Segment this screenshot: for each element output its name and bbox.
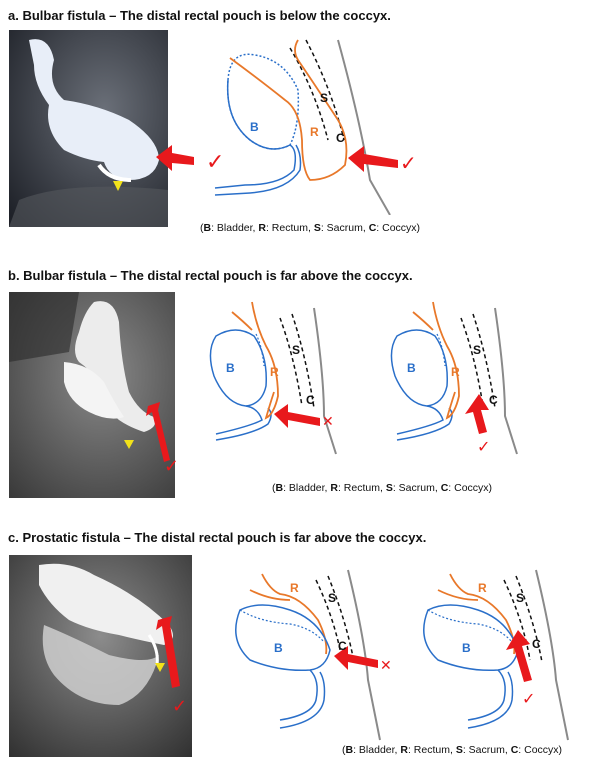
bladder-outline [391, 330, 447, 406]
rectum-label: R [478, 581, 487, 595]
coccyx-label: C [532, 637, 541, 651]
body-contour [495, 308, 517, 454]
panel-a-caption: (B: Bladder, R: Rectum, S: Sacrum, C: Co… [200, 222, 420, 234]
panel-a-diagram: ✓ B R S C [210, 30, 425, 215]
caption-key: S [314, 222, 321, 234]
panel-b-diagram-2: ✓ B R S C [377, 296, 527, 456]
rectum-outline [232, 312, 252, 330]
coccyx-label: C [306, 393, 315, 407]
caption-key: S [386, 482, 393, 494]
check-mark-icon: ✓ [477, 437, 490, 456]
panel-a-xray-image [9, 30, 168, 227]
rectum-label: R [451, 365, 460, 379]
rectum-label: R [310, 125, 319, 139]
caption-key: B [346, 744, 354, 756]
urethra-outline [397, 408, 452, 440]
fistula-marker-icon [124, 440, 134, 449]
caption-key: R [330, 482, 338, 494]
bladder-outline [236, 605, 330, 670]
caption-key: R [400, 744, 408, 756]
urethra-outline [215, 145, 301, 195]
fistula-marker-icon [113, 181, 123, 191]
caption-text: : Bladder, [283, 482, 330, 494]
panel-c-xray-arrow: ✓ [150, 612, 200, 722]
caption-text: : Coccyx) [448, 482, 492, 494]
urethra-outline [280, 670, 317, 720]
panel-b-diagram-1: ✕ B R S C [196, 296, 346, 456]
caption-text: : Bladder, [211, 222, 258, 234]
check-mark-icon: ✓ [400, 151, 417, 175]
caption-text: : Bladder, [353, 744, 400, 756]
sacrum-label: S [473, 343, 481, 357]
coccyx-label: C [338, 639, 347, 653]
cross-mark-icon: ✕ [322, 414, 334, 430]
bladder-outline [240, 610, 324, 642]
panel-b-xray-arrow: ✓ [138, 398, 188, 478]
rectum-label: R [290, 581, 299, 595]
caption-text: : Sacrum, [321, 222, 369, 234]
body-contour [338, 40, 390, 215]
body-contour [536, 570, 568, 740]
bladder-outline [210, 330, 266, 406]
bladder-label: B [250, 120, 259, 134]
urethra-outline [216, 408, 271, 440]
urethra-outline [468, 670, 505, 720]
panel-c-diagram-1: ✕ B R S C [220, 560, 395, 745]
rectum-outline [413, 312, 433, 330]
rectum-label: R [270, 365, 279, 379]
rectal-pouch-arrow [274, 404, 320, 428]
sacrum-label: S [292, 343, 300, 357]
rectum-outline [230, 40, 346, 180]
panel-a-title: a. Bulbar fistula – The distal rectal po… [8, 8, 391, 23]
caption-text: : Sacrum, [393, 482, 441, 494]
check-mark-icon: ✓ [172, 696, 187, 717]
panel-c-caption: (B: Bladder, R: Rectum, S: Sacrum, C: Co… [342, 744, 562, 756]
rectal-pouch-arrow [348, 146, 398, 172]
caption-key: S [456, 744, 463, 756]
coccyx-label: C [489, 393, 498, 407]
bladder-outline [215, 80, 295, 188]
caption-key: B [204, 222, 212, 234]
caption-text: : Sacrum, [463, 744, 511, 756]
check-mark-icon: ✓ [522, 689, 535, 708]
bladder-label: B [274, 641, 283, 655]
urethra-outline [280, 672, 325, 728]
panel-c-title: c. Prostatic fistula – The distal rectal… [8, 530, 426, 545]
caption-key: R [258, 222, 266, 234]
sacrum-outline [461, 318, 483, 406]
rectal-pouch-arrow [465, 394, 489, 434]
bladder-outline [424, 605, 518, 670]
cross-mark-icon: ✕ [380, 658, 392, 674]
caption-text: : Coccyx) [518, 744, 562, 756]
check-mark-icon: ✓ [164, 456, 179, 477]
panel-b-title: b. Bulbar fistula – The distal rectal po… [8, 268, 413, 283]
caption-text: : Rectum, [266, 222, 314, 234]
caption-text: : Coccyx) [376, 222, 420, 234]
caption-text: : Rectum, [408, 744, 456, 756]
sacrum-label: S [328, 591, 336, 605]
bladder-label: B [407, 361, 416, 375]
caption-text: : Rectum, [338, 482, 386, 494]
sacrum-label: S [320, 91, 328, 105]
body-contour [314, 308, 336, 454]
bladder-label: B [462, 641, 471, 655]
caption-key: B [276, 482, 284, 494]
coccyx-label: C [336, 131, 345, 145]
panel-b-caption: (B: Bladder, R: Rectum, S: Sacrum, C: Co… [272, 482, 492, 494]
sacrum-outline [280, 318, 302, 406]
panel-c-diagram-2: ✓ B R S C [408, 560, 583, 745]
urethra-outline [468, 672, 513, 728]
bladder-outline [428, 610, 512, 642]
bladder-label: B [226, 361, 235, 375]
sacrum-label: S [516, 591, 524, 605]
